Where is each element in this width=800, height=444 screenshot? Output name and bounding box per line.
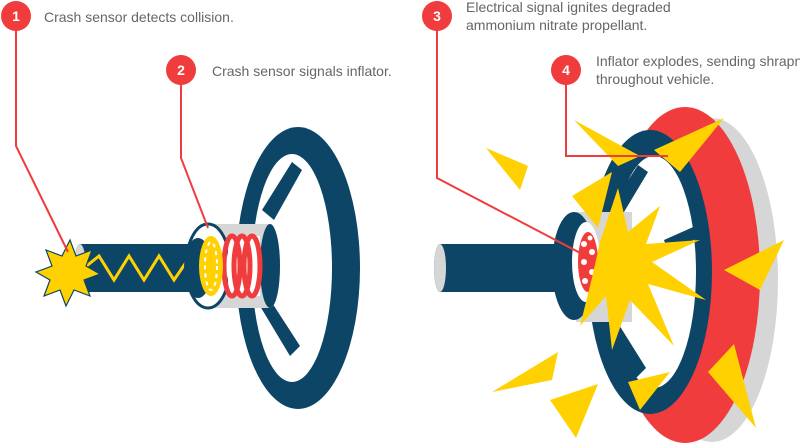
step-badge-2: 2 — [166, 55, 196, 85]
step-badge-1: 1 — [1, 1, 31, 31]
left-assembly — [34, 127, 360, 409]
steering-column-right — [434, 244, 560, 292]
callout-line-2 — [180, 70, 209, 229]
step-badge-4: 4 — [551, 55, 581, 85]
right-assembly — [434, 107, 784, 443]
step-4-text-line-1: Inflator explodes, sending shrapnel — [596, 53, 800, 69]
callout-line-3 — [436, 18, 587, 257]
callout-lines — [15, 18, 668, 257]
callout-line-1 — [15, 18, 69, 253]
inflator-left — [184, 222, 280, 310]
step-1-text: Crash sensor detects collision. — [44, 9, 234, 25]
step-badge-3: 3 — [422, 1, 452, 31]
step-2-text: Crash sensor signals inflator. — [212, 63, 392, 79]
step-3-text-line-2: ammonium nitrate propellant. — [466, 17, 647, 33]
explosion-burst-icon — [580, 188, 706, 350]
svg-text:1: 1 — [12, 8, 20, 24]
callout-line-4 — [565, 70, 668, 157]
step-3-text-line-1: Electrical signal ignites degraded — [466, 0, 671, 15]
shrapnel-shard-icon — [486, 118, 784, 438]
svg-text:2: 2 — [177, 62, 185, 78]
svg-text:3: 3 — [433, 8, 441, 24]
zigzag-signal-icon — [83, 253, 197, 283]
svg-text:4: 4 — [562, 62, 570, 78]
starburst-icon — [34, 238, 102, 308]
step-4-text-line-2: throughout vehicle. — [596, 71, 714, 87]
steering-wheel-left — [218, 127, 360, 409]
